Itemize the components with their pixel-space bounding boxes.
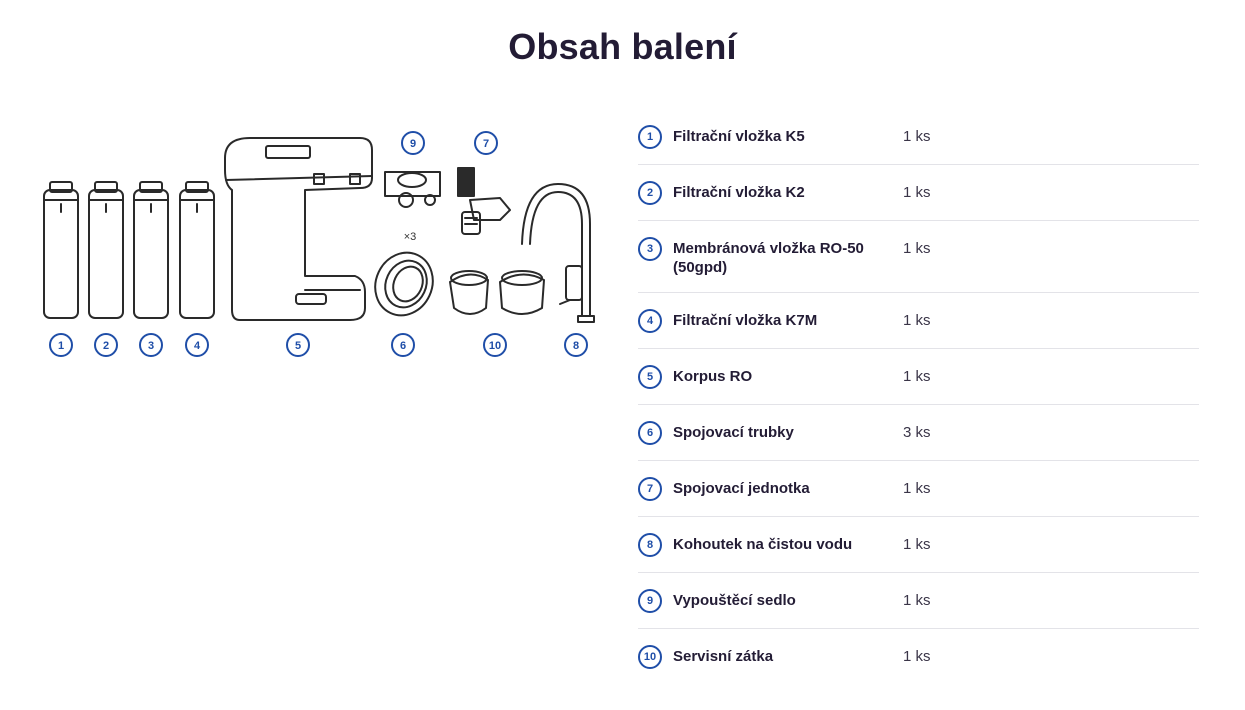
item-number-badge: 5 [638, 365, 662, 389]
cartridge-k7m-drawing [179, 181, 215, 319]
item-name: Filtrační vložka K2 [673, 184, 805, 201]
item-number-badge: 7 [638, 477, 662, 501]
faucet-drawing [521, 183, 595, 323]
package-drawing: 1 2 3 4 5 6 10 [43, 131, 595, 357]
list-item: 5 Korpus RO 1 ks [638, 349, 1199, 405]
ro-body-drawing [224, 137, 373, 321]
package-contents-illustration: 1 2 3 4 5 6 10 [30, 120, 610, 370]
list-item: 1 Filtrační vložka K5 1 ks [638, 109, 1199, 165]
item-number-badge: 4 [638, 309, 662, 333]
list-item: 2 Filtrační vložka K2 1 ks [638, 165, 1199, 221]
item-name: Kohoutek na čistou vodu [673, 536, 853, 553]
item-name: Servisní zátka [673, 648, 774, 665]
item-number-badge: 6 [638, 421, 662, 445]
tubes-multiplier: ×3 [404, 231, 417, 243]
list-item: 7 Spojovací jednotka 1 ks [638, 461, 1199, 517]
callout-8: 8 [564, 333, 588, 357]
list-item: 3 Membránová vložka RO-50 (50gpd) 1 ks [638, 221, 1199, 293]
item-number-badge: 3 [638, 237, 662, 261]
item-name: Korpus RO [673, 368, 753, 385]
cartridge-k2-drawing [88, 181, 124, 319]
svg-text:5: 5 [295, 340, 301, 352]
item-quantity: 1 ks [903, 592, 931, 609]
callout-10: 10 [483, 333, 507, 357]
cartridge-k5-drawing [43, 181, 79, 319]
membrane-ro50-drawing [133, 181, 169, 319]
svg-text:3: 3 [148, 340, 154, 352]
list-item: 9 Vypouštěcí sedlo 1 ks [638, 573, 1199, 629]
callout-9: 9 [401, 131, 425, 155]
callout-5: 5 [286, 333, 310, 357]
svg-text:9: 9 [410, 138, 416, 150]
svg-text:2: 2 [103, 340, 109, 352]
callout-1: 1 [49, 333, 73, 357]
svg-text:4: 4 [194, 340, 201, 352]
drain-saddle-drawing [384, 171, 441, 208]
list-item: 6 Spojovací trubky 3 ks [638, 405, 1199, 461]
item-quantity: 1 ks [903, 312, 931, 329]
connection-unit-drawing [457, 167, 511, 235]
item-quantity: 1 ks [903, 368, 931, 385]
package-contents-list: 1 Filtrační vložka K5 1 ks 2 Filtrační v… [638, 109, 1199, 685]
item-name: Spojovací trubky [673, 424, 794, 441]
item-name: Spojovací jednotka [673, 480, 810, 497]
item-number-badge: 2 [638, 181, 662, 205]
list-item: 8 Kohoutek na čistou vodu 1 ks [638, 517, 1199, 573]
item-name: Filtrační vložka K7M [673, 312, 818, 329]
callout-4: 4 [185, 333, 209, 357]
item-quantity: 1 ks [903, 480, 931, 497]
item-name: Vypouštěcí sedlo [673, 592, 796, 609]
callout-6: 6 [391, 333, 415, 357]
callout-2: 2 [94, 333, 118, 357]
item-quantity: 3 ks [903, 424, 931, 441]
item-number-badge: 8 [638, 533, 662, 557]
callout-3: 3 [139, 333, 163, 357]
list-item: 4 Filtrační vložka K7M 1 ks [638, 293, 1199, 349]
item-quantity: 1 ks [903, 648, 931, 665]
svg-text:10: 10 [489, 340, 501, 352]
item-number-badge: 10 [638, 645, 662, 669]
item-quantity: 1 ks [903, 128, 931, 145]
item-quantity: 1 ks [903, 240, 931, 257]
svg-text:8: 8 [573, 340, 579, 352]
service-plugs-drawing [449, 270, 545, 315]
item-name: Filtrační vložka K5 [673, 128, 805, 145]
list-item: 10 Servisní zátka 1 ks [638, 629, 1199, 685]
item-quantity: 1 ks [903, 184, 931, 201]
item-number-badge: 9 [638, 589, 662, 613]
callout-7: 7 [474, 131, 498, 155]
item-name: Membránová vložka RO-50 (50gpd) [673, 240, 864, 276]
svg-text:6: 6 [400, 340, 406, 352]
page-title: Obsah balení [508, 26, 737, 67]
svg-text:1: 1 [58, 340, 64, 352]
svg-text:7: 7 [483, 138, 489, 150]
item-quantity: 1 ks [903, 536, 931, 553]
connecting-tubes-drawing [374, 251, 434, 317]
item-number-badge: 1 [638, 125, 662, 149]
